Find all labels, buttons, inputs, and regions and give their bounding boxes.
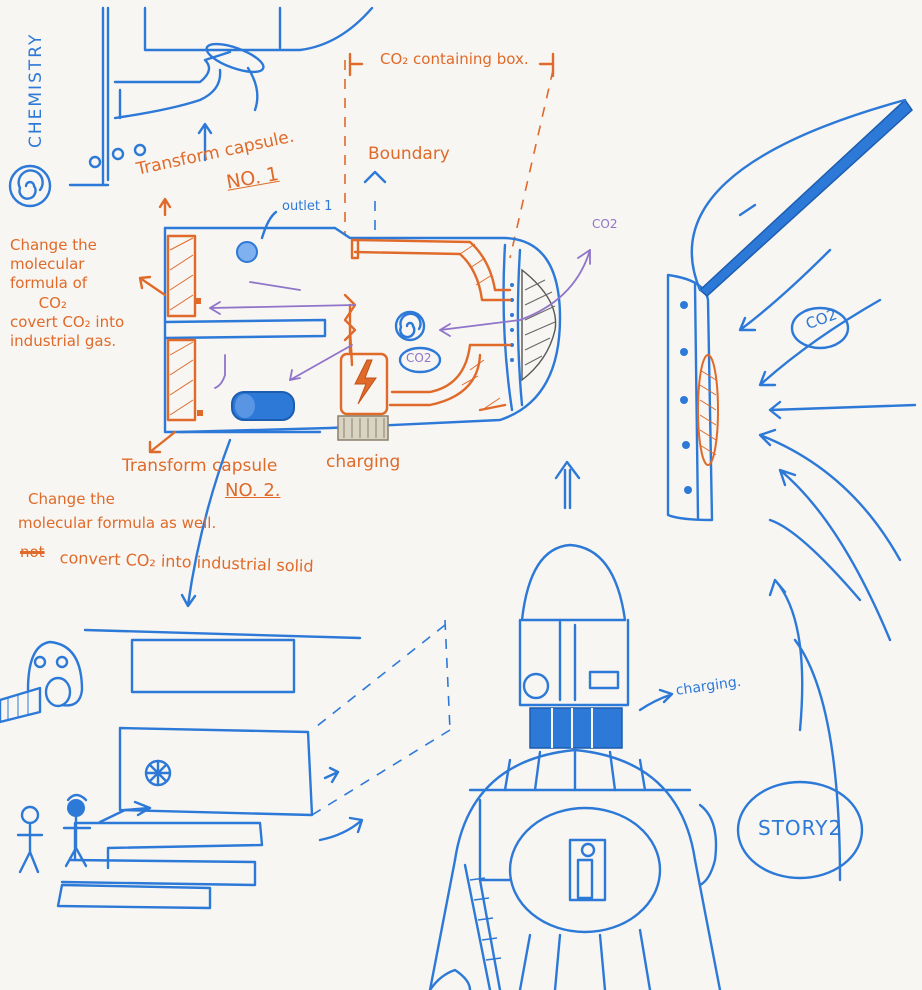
change-note-1: Change the molecular formula of CO₂ cove… <box>10 236 125 350</box>
change-note-2a: Change the <box>28 490 115 508</box>
change-note-2c-struck: not <box>20 543 45 561</box>
change-note-2b: molecular formula as well. <box>18 514 217 532</box>
no-2-label: NO. 2. <box>225 480 281 501</box>
co2-swirl-icon <box>394 310 426 342</box>
room-scene <box>0 619 451 910</box>
boundary-label: Boundary <box>368 144 450 164</box>
outlet-1-label: outlet 1 <box>282 199 333 214</box>
chemistry-label: CHEMISTRY <box>26 32 46 148</box>
capsule-diagram <box>138 52 591 454</box>
story-ellipse <box>736 780 864 880</box>
up-arrow-icon <box>554 460 581 510</box>
co2-small-label: CO2 <box>592 217 618 231</box>
co2-center-label: CO2 <box>406 351 432 365</box>
charging-lower-label: charging <box>326 452 401 472</box>
transform-capsule-2-label: Transform capsule <box>122 456 278 476</box>
chemistry-machine <box>8 6 374 208</box>
lightning-bolt-icon <box>354 359 377 405</box>
story-label: STORY2 <box>758 816 843 840</box>
rocket-house <box>428 543 722 990</box>
shield-device <box>666 98 917 882</box>
spiral-wheel-icon <box>8 164 52 208</box>
co2-box-label: CO₂ containing box. <box>380 50 529 68</box>
